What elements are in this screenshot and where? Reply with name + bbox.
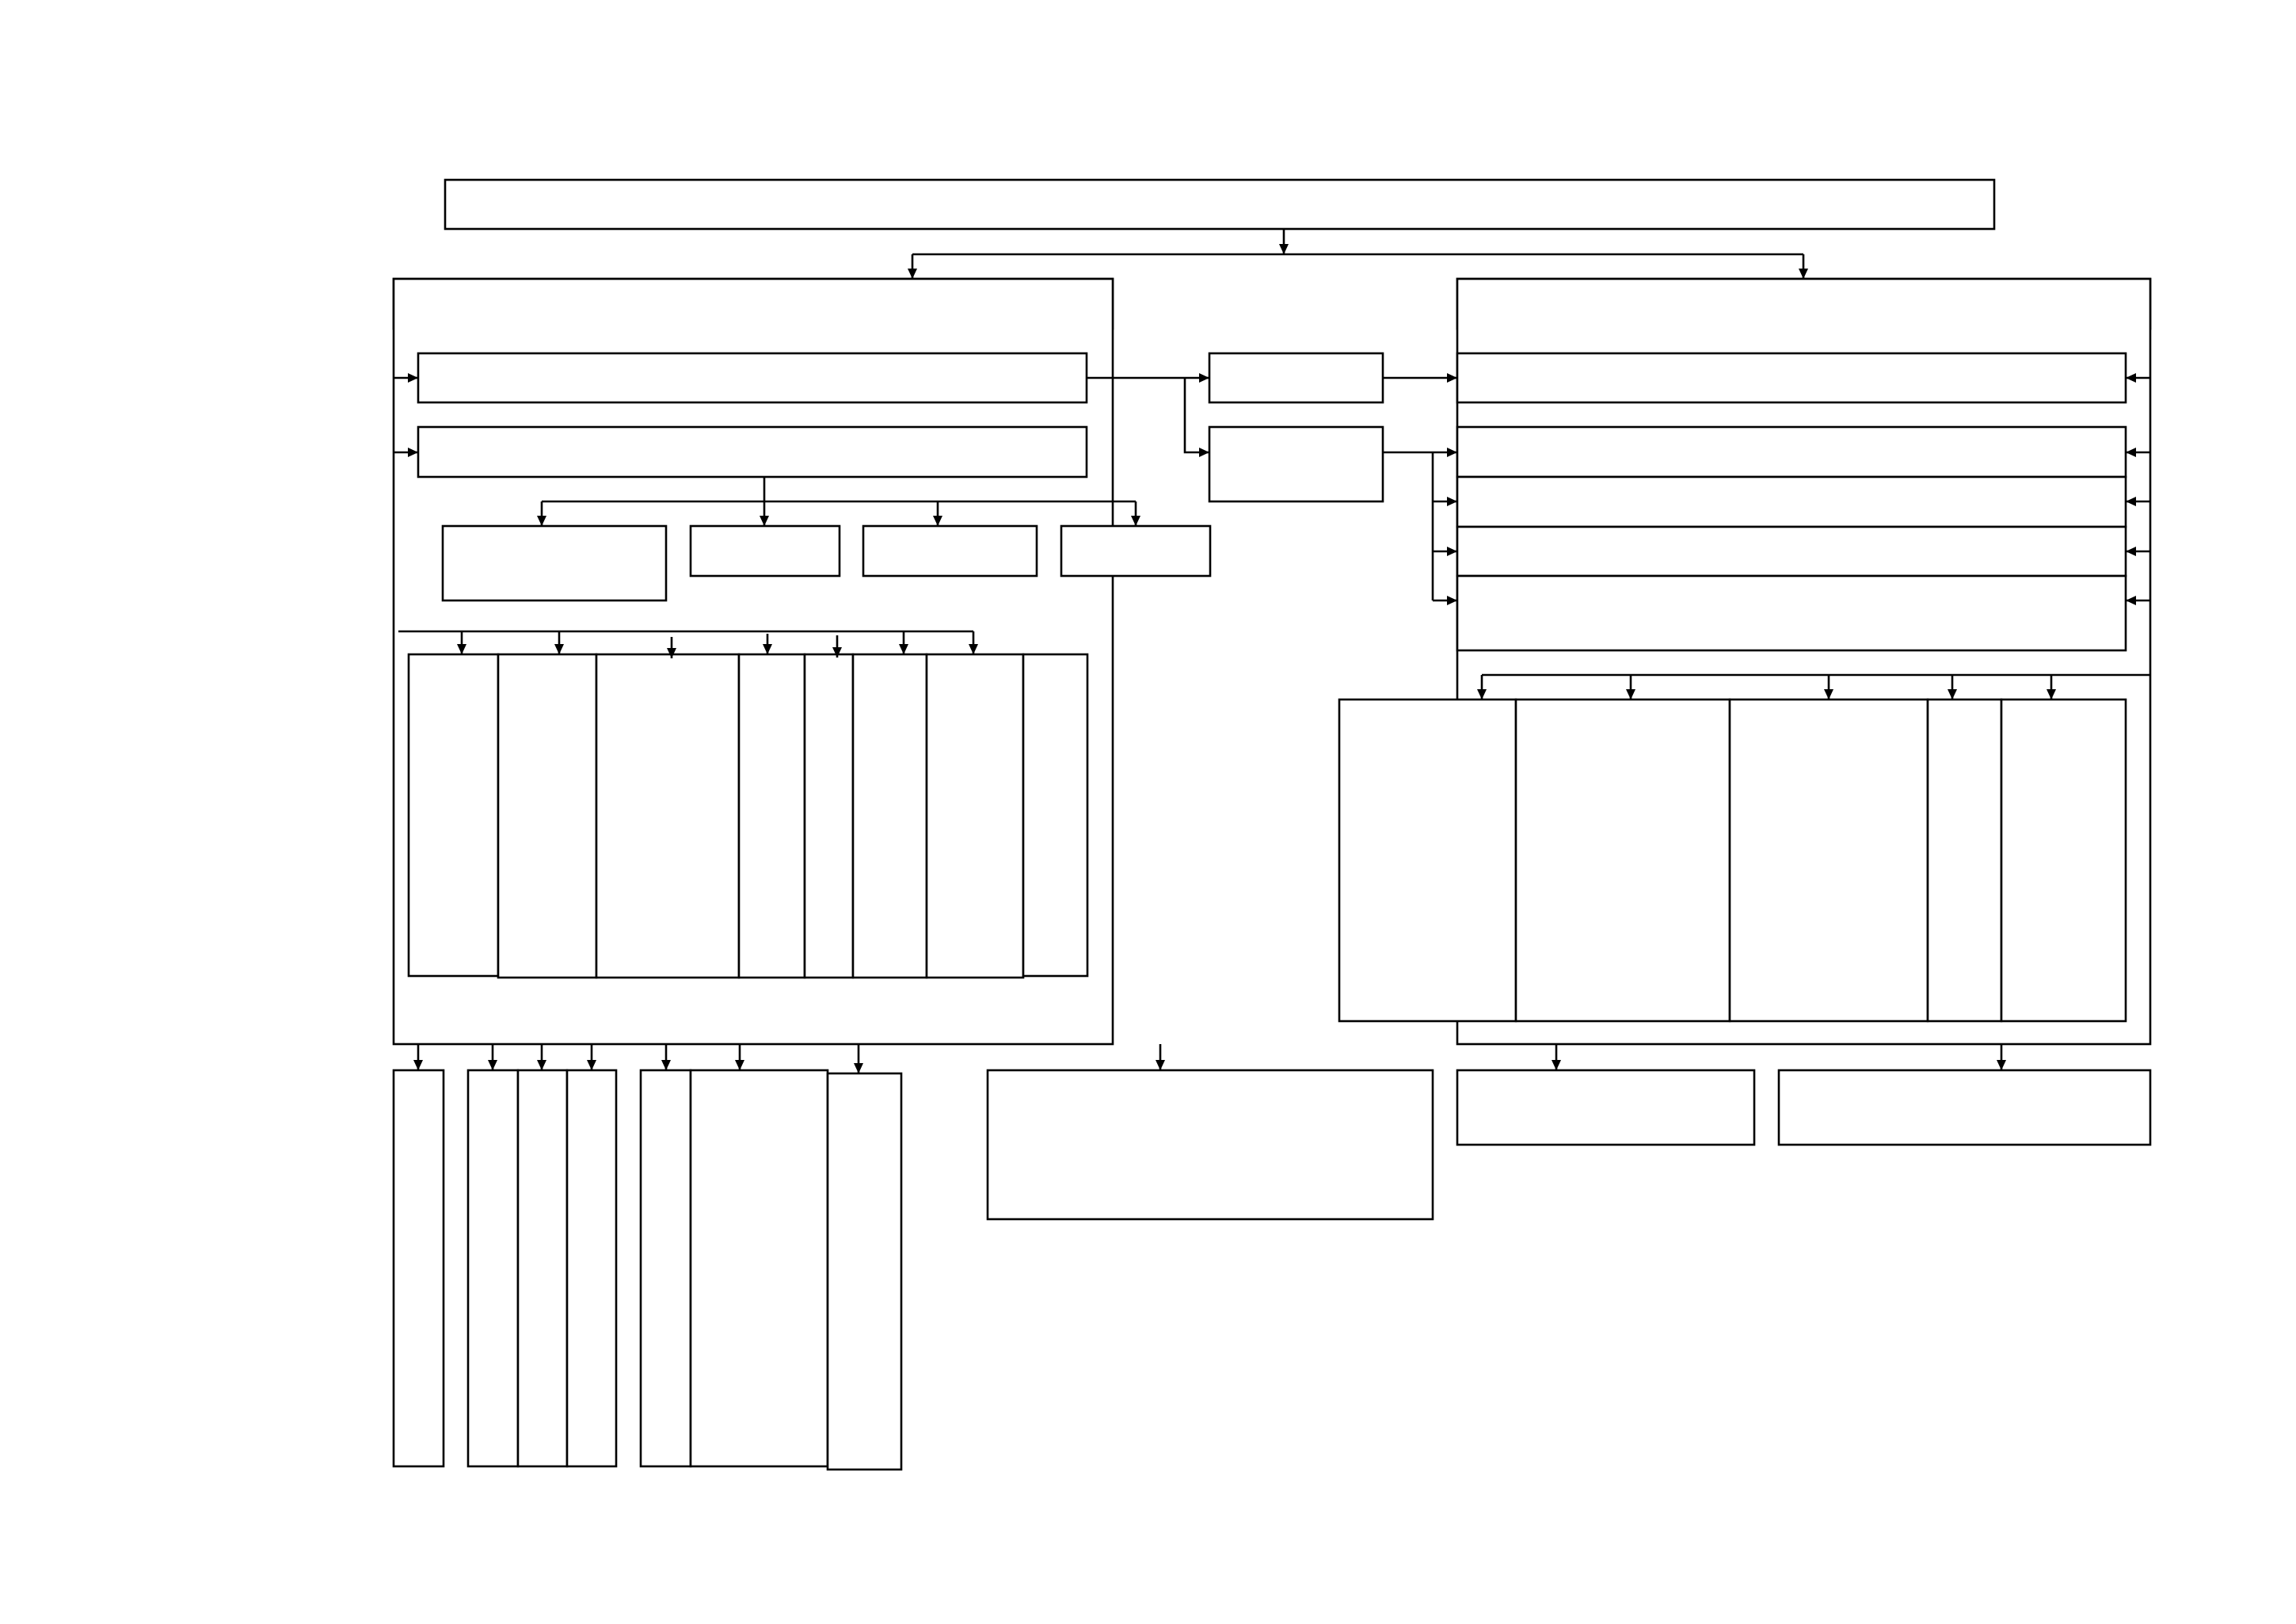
arrowhead-icon bbox=[735, 1060, 744, 1070]
bcol-3-box bbox=[516, 1069, 569, 1468]
bot-mid-box bbox=[986, 1069, 1434, 1221]
arrowhead-icon bbox=[1447, 547, 1457, 556]
arrowhead-icon bbox=[1156, 1060, 1165, 1070]
arrowhead-icon bbox=[933, 516, 942, 526]
arrowhead-icon bbox=[2126, 448, 2136, 457]
right-stack-2-box bbox=[1456, 475, 2127, 528]
arrowhead-icon bbox=[2126, 373, 2136, 383]
bot-r1-box bbox=[1456, 1069, 1756, 1146]
arrowhead-icon bbox=[908, 269, 917, 279]
mid-2-box bbox=[1208, 425, 1384, 503]
arrowhead-icon bbox=[1997, 1060, 2006, 1070]
arrowhead-icon bbox=[763, 644, 772, 654]
bcol-4-box bbox=[565, 1069, 618, 1468]
connector-line bbox=[1183, 378, 1209, 454]
arrowhead-icon bbox=[413, 1060, 423, 1070]
arrowhead-icon bbox=[1948, 689, 1957, 700]
arrowhead-icon bbox=[2126, 497, 2136, 506]
arrowhead-icon bbox=[1799, 269, 1808, 279]
arrowhead-icon bbox=[1447, 373, 1457, 383]
lcol-4-box bbox=[737, 653, 806, 979]
arrowhead-icon bbox=[1199, 448, 1209, 457]
arrowhead-icon bbox=[1477, 689, 1487, 700]
arrowhead-icon bbox=[537, 1060, 546, 1070]
sub-1-box bbox=[441, 524, 668, 602]
arrowhead-icon bbox=[969, 644, 978, 654]
lcol-2-box bbox=[497, 653, 598, 979]
right-stack-3-box bbox=[1456, 525, 2127, 578]
arrowhead-icon bbox=[1824, 689, 1833, 700]
arrowhead-icon bbox=[1447, 497, 1457, 506]
arrowhead-icon bbox=[488, 1060, 497, 1070]
lcol-1-box bbox=[407, 653, 500, 978]
lcol-8-box bbox=[1022, 653, 1089, 978]
arrowhead-icon bbox=[1626, 689, 1635, 700]
diagram-arrowheads bbox=[408, 244, 2136, 1073]
rcol-3-box bbox=[1728, 698, 1929, 1023]
bot-r2-box bbox=[1777, 1069, 2152, 1146]
arrowhead-icon bbox=[832, 647, 842, 658]
right-stack-4-box bbox=[1456, 574, 2127, 652]
right-stack-1-box bbox=[1456, 425, 2127, 478]
diagram-boxes bbox=[392, 178, 2152, 1471]
rcol-4-box bbox=[1926, 698, 2003, 1023]
rcol-2-box bbox=[1514, 698, 1731, 1023]
arrowhead-icon bbox=[2126, 547, 2136, 556]
left-r1-box bbox=[417, 352, 1088, 404]
sub-4-box bbox=[1060, 524, 1212, 578]
arrowhead-icon bbox=[2047, 689, 2056, 700]
arrowhead-icon bbox=[661, 1060, 671, 1070]
lcol-7-box bbox=[925, 653, 1025, 979]
arrowhead-icon bbox=[760, 516, 769, 526]
lcol-6-box bbox=[851, 653, 928, 979]
arrowhead-icon bbox=[537, 516, 546, 526]
arrowhead-icon bbox=[408, 448, 418, 457]
arrowhead-icon bbox=[408, 373, 418, 383]
sub-3-box bbox=[862, 524, 1038, 578]
sub-2-box bbox=[689, 524, 841, 578]
arrowhead-icon bbox=[667, 648, 676, 658]
arrowhead-icon bbox=[1447, 448, 1457, 457]
bcol-1-box bbox=[392, 1069, 445, 1468]
arrowhead-icon bbox=[854, 1063, 863, 1073]
arrowhead-icon bbox=[1447, 596, 1457, 605]
arrowhead-icon bbox=[554, 644, 564, 654]
arrowhead-icon bbox=[1199, 373, 1209, 383]
arrowhead-icon bbox=[899, 644, 908, 654]
arrowhead-icon bbox=[1552, 1060, 1561, 1070]
mid-1-box bbox=[1208, 352, 1384, 404]
rcol-1-box bbox=[1338, 698, 1517, 1023]
bcol-5-box bbox=[639, 1069, 692, 1468]
arrowhead-icon bbox=[587, 1060, 596, 1070]
right-r1-box bbox=[1456, 352, 2127, 404]
bcol-7-box bbox=[826, 1072, 903, 1471]
arrowhead-icon bbox=[1279, 244, 1289, 254]
root-box bbox=[444, 178, 1996, 231]
arrowhead-icon bbox=[1131, 516, 1140, 526]
left-r2-box bbox=[417, 425, 1088, 478]
bcol-2-box bbox=[466, 1069, 520, 1468]
lcol-5-box bbox=[803, 653, 855, 979]
lcol-3-box bbox=[595, 653, 741, 979]
arrowhead-icon bbox=[2126, 596, 2136, 605]
arrowhead-icon bbox=[457, 644, 466, 654]
rcol-5-box bbox=[2000, 698, 2127, 1023]
bcol-6-box bbox=[689, 1069, 829, 1468]
